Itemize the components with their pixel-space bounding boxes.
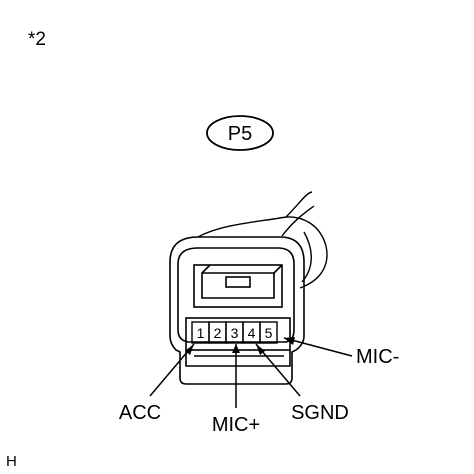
arrowhead-acc [185, 344, 194, 355]
pin-number: 2 [214, 325, 222, 341]
signal-label-sgnd: SGND [291, 402, 349, 424]
connector-housing [169, 236, 305, 385]
leader-lines [149, 337, 353, 408]
pin-cell [259, 321, 278, 344]
note-mark: *2 [28, 29, 46, 50]
corner-mark: H [6, 453, 17, 470]
housing-lower-ledge [185, 350, 291, 367]
lock-tab [225, 276, 251, 288]
signal-label-mic-plus: MIC+ [212, 414, 260, 436]
signal-label-mic-minus: MIC- [356, 346, 399, 368]
pin-number: 5 [265, 325, 273, 341]
arrowhead-sgnd [256, 344, 265, 355]
connector-code-label: P5 [228, 123, 252, 145]
leader-acc [149, 343, 195, 397]
pin-numbers: 1 2 3 4 5 [197, 325, 273, 341]
leader-arrowheads [185, 337, 295, 355]
housing-outer [169, 236, 305, 385]
arrowhead-mic-minus [284, 337, 295, 345]
wire-harness [197, 191, 328, 289]
connector-code-oval [206, 115, 274, 151]
pin-number: 1 [197, 325, 205, 341]
pin-number: 4 [248, 325, 256, 341]
locking-lever [193, 264, 283, 308]
leader-sgnd [255, 343, 301, 397]
signal-label-acc: ACC [119, 402, 161, 424]
leader-mic-minus [283, 337, 353, 357]
housing-inner [177, 247, 295, 343]
pin-number: 3 [231, 325, 239, 341]
connector-code-badge: P5 [206, 115, 274, 151]
arrowhead-mic-plus [232, 344, 240, 353]
pin-cells [191, 321, 278, 344]
